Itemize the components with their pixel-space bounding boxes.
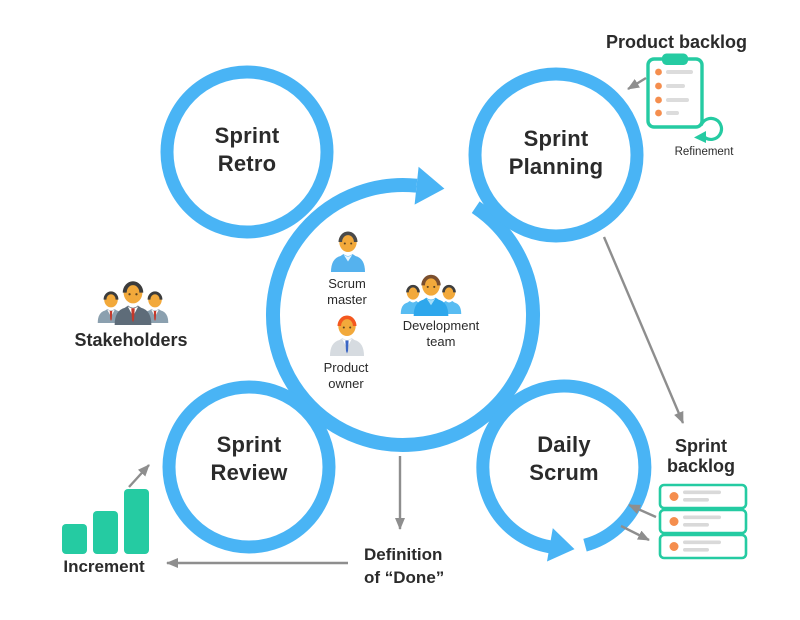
arrow-increment-to-review-icon bbox=[128, 464, 150, 488]
development-team-label-line2: team bbox=[426, 333, 456, 349]
sprint-backlog-label-line2: backlog bbox=[666, 456, 736, 476]
daily-scrum-ring-arrow-icon bbox=[547, 528, 575, 562]
product-owner-label-line1: Product bbox=[323, 360, 369, 375]
definition-of-done-label: Definition of “Done” bbox=[364, 543, 484, 589]
product-owner-label-line2: owner bbox=[328, 375, 364, 391]
scrum-master-label-line1: Scrum bbox=[328, 276, 366, 291]
arrow-product-backlog-to-planning-icon bbox=[627, 76, 647, 91]
sprint-planning-circle bbox=[468, 67, 644, 243]
daily-scrum-circle bbox=[476, 379, 652, 562]
definition-of-done-line2: of “Done” bbox=[364, 568, 445, 587]
product-backlog-clipboard-icon bbox=[646, 53, 704, 129]
stakeholders-label: Stakeholders bbox=[74, 330, 188, 350]
sprint-retro-label-line2: Retro bbox=[217, 151, 277, 176]
development-team-label: Development team bbox=[386, 318, 496, 349]
refinement-label: Refinement bbox=[674, 146, 734, 158]
stakeholders-people-icon bbox=[97, 281, 169, 325]
product-owner-label: Product owner bbox=[291, 360, 401, 391]
sprint-planning-label-line2: Planning bbox=[508, 154, 604, 179]
sprint-review-circle bbox=[162, 380, 336, 554]
refinement-loop-icon bbox=[694, 116, 724, 143]
sprint-backlog-label-line1: Sprint bbox=[675, 436, 727, 456]
daily-scrum-label-line1: Daily bbox=[537, 432, 591, 457]
sprint-backlog-cards-icon bbox=[658, 483, 748, 560]
scrum-master-label: Scrum master bbox=[292, 276, 402, 307]
product-owner-person-icon bbox=[330, 315, 364, 356]
arrow-planning-to-sprint-backlog-icon bbox=[602, 236, 685, 424]
sprint-retro-label: Sprint Retro bbox=[167, 122, 327, 178]
increment-label: Increment bbox=[63, 557, 145, 576]
sprint-planning-label: Sprint Planning bbox=[476, 125, 636, 181]
scrum-cycle-ring bbox=[266, 166, 540, 452]
development-team-label-line1: Development bbox=[402, 318, 480, 333]
sprint-review-label-line2: Review bbox=[210, 460, 288, 485]
development-team-people-icon bbox=[400, 274, 462, 316]
increment-bars-icon bbox=[62, 489, 149, 554]
sprint-retro-label-line1: Sprint bbox=[214, 123, 280, 148]
product-backlog-label: Product backlog bbox=[605, 32, 748, 52]
scrum-master-person-icon bbox=[331, 231, 365, 272]
sprint-review-label: Sprint Review bbox=[169, 431, 329, 487]
arrow-sprint-backlog-to-daily-icon bbox=[628, 503, 657, 519]
daily-scrum-label-line2: Scrum bbox=[529, 460, 599, 485]
scrum-master-label-line2: master bbox=[327, 291, 367, 307]
sprint-backlog-label: Sprint backlog bbox=[621, 436, 781, 476]
arrow-daily-to-sprint-backlog-icon bbox=[620, 524, 650, 542]
scrum-cycle-arrow-icon bbox=[414, 166, 445, 205]
daily-scrum-label: Daily Scrum bbox=[484, 431, 644, 487]
definition-of-done-line1: Definition bbox=[364, 545, 443, 564]
sprint-review-label-line1: Sprint bbox=[216, 432, 282, 457]
sprint-retro-circle bbox=[160, 65, 334, 239]
sprint-planning-label-line1: Sprint bbox=[523, 126, 589, 151]
